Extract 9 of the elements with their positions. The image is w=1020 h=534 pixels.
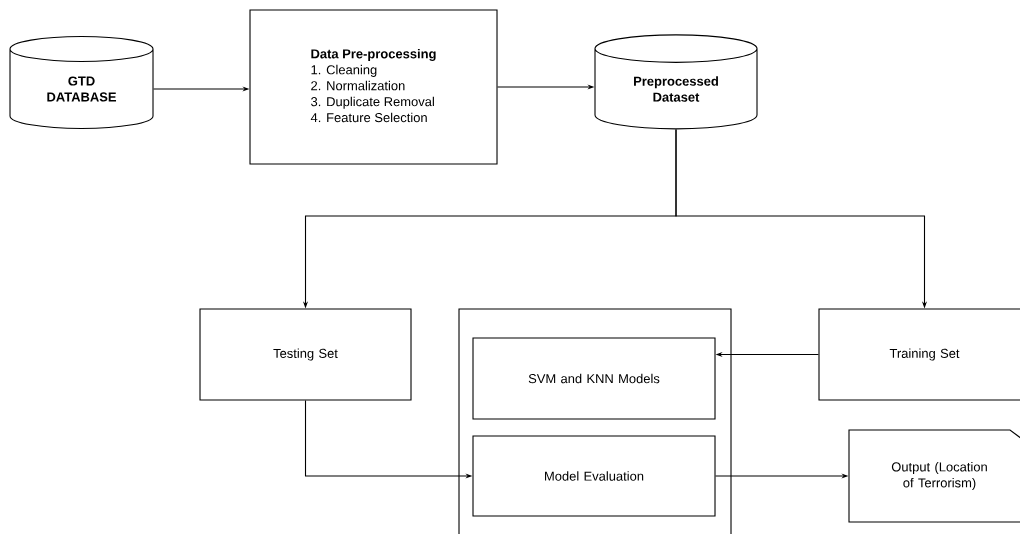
- database-cylinder: GTD DATABASE: [9, 35, 154, 129]
- process-box: Training Set: [818, 308, 1020, 401]
- database-cylinder: Preprocessed Dataset: [594, 34, 758, 130]
- process-box: Model Evaluation: [472, 435, 716, 517]
- output-document: Output (Location of Terrorism): [848, 429, 1020, 523]
- process-box: SVM and KNN Models: [472, 337, 716, 420]
- process-box: Testing Set: [199, 308, 412, 401]
- process-box: [458, 308, 732, 534]
- process-box: Data Pre-processing 1. Cleaning 2. Normalization 3. Duplicate Removal 4. Feature Selection: [249, 9, 498, 165]
